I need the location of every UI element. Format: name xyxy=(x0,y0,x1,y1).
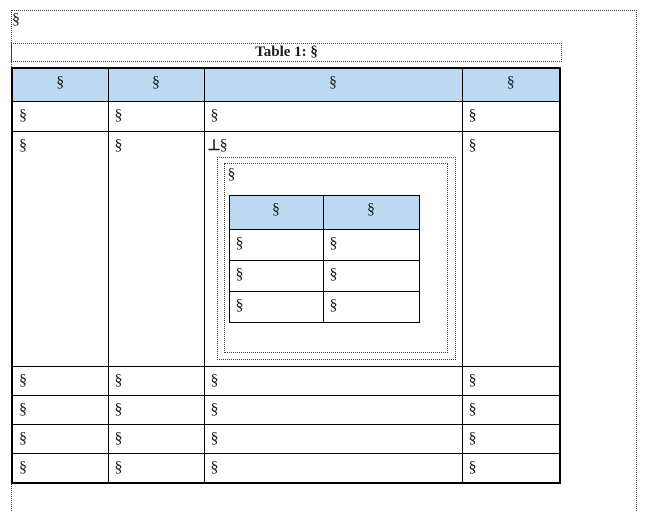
main-table-cell[interactable]: § xyxy=(11,130,109,367)
main-table-cell[interactable]: § xyxy=(203,423,463,454)
main-table-cell[interactable]: § xyxy=(461,423,561,454)
main-table-cell[interactable]: § xyxy=(461,365,561,396)
nested-table-row: § § xyxy=(228,290,420,323)
nested-table-row: § § xyxy=(228,259,420,292)
main-table-header-cell-4[interactable]: § xyxy=(461,67,561,102)
frame-paragraph-mark[interactable]: § xyxy=(227,165,236,183)
main-table-cell[interactable]: § xyxy=(203,452,463,483)
main-table-cell[interactable]: § xyxy=(107,130,205,367)
table-caption[interactable]: Table 1: § xyxy=(11,43,562,62)
nested-table-row: § § xyxy=(228,228,420,261)
main-table-cell[interactable]: § xyxy=(107,394,205,425)
main-table-header-cell-2[interactable]: § xyxy=(107,67,205,102)
main-table-cell-with-frame[interactable]: ⊥§ § § § § xyxy=(203,130,463,367)
main-table-row-1: § § § § xyxy=(11,100,561,132)
main-table-cell[interactable]: § xyxy=(461,130,561,367)
main-table-row-5: § § § § xyxy=(11,423,561,454)
main-table-cell[interactable]: § xyxy=(107,100,205,132)
nested-table: § § § § § § xyxy=(228,194,420,323)
main-table-cell[interactable]: § xyxy=(11,100,109,132)
main-table-cell[interactable]: § xyxy=(11,365,109,396)
main-table-row-2: § § ⊥§ § § § xyxy=(11,130,561,367)
main-table-header-row: § § § § xyxy=(11,67,561,102)
main-table-cell[interactable]: § xyxy=(203,365,463,396)
nested-table-header-cell-1[interactable]: § xyxy=(228,194,324,230)
top-paragraph-mark[interactable]: § xyxy=(12,11,20,28)
main-table-cell[interactable]: § xyxy=(461,452,561,483)
anchor-icon[interactable]: ⊥ xyxy=(207,137,221,154)
main-table-cell[interactable]: § xyxy=(11,423,109,454)
nested-table-header-cell-2[interactable]: § xyxy=(322,194,420,230)
main-table-row-3: § § § § xyxy=(11,365,561,396)
main-table-cell[interactable]: § xyxy=(461,100,561,132)
nested-table-cell[interactable]: § xyxy=(322,290,420,323)
nested-table-cell[interactable]: § xyxy=(228,290,324,323)
main-table-row-4: § § § § xyxy=(11,394,561,425)
main-table-cell[interactable]: § xyxy=(107,452,205,483)
main-table-cell[interactable]: § xyxy=(461,394,561,425)
nested-table-cell[interactable]: § xyxy=(228,259,324,292)
main-table-cell[interactable]: § xyxy=(11,394,109,425)
nested-table-cell[interactable]: § xyxy=(228,228,324,261)
main-table-row-6: § § § § xyxy=(11,452,561,483)
nested-table-cell[interactable]: § xyxy=(322,228,420,261)
main-table-header-cell-3[interactable]: § xyxy=(203,67,463,102)
nested-table-cell[interactable]: § xyxy=(322,259,420,292)
main-table-cell[interactable]: § xyxy=(203,100,463,132)
main-table-header-cell-1[interactable]: § xyxy=(11,67,109,102)
nested-table-header-row: § § xyxy=(228,194,420,230)
text-frame-text-area: § § § § § xyxy=(223,162,448,353)
text-frame[interactable]: § § § § § xyxy=(216,156,456,360)
main-table: § § § § § § § § § § ⊥§ § xyxy=(11,67,561,484)
main-table-cell[interactable]: § xyxy=(107,365,205,396)
frame-anchor-line: ⊥§ xyxy=(208,136,456,156)
cell-paragraph-mark[interactable]: § xyxy=(219,136,228,154)
main-table-cell[interactable]: § xyxy=(11,452,109,483)
main-table-cell[interactable]: § xyxy=(203,394,463,425)
main-table-cell[interactable]: § xyxy=(107,423,205,454)
